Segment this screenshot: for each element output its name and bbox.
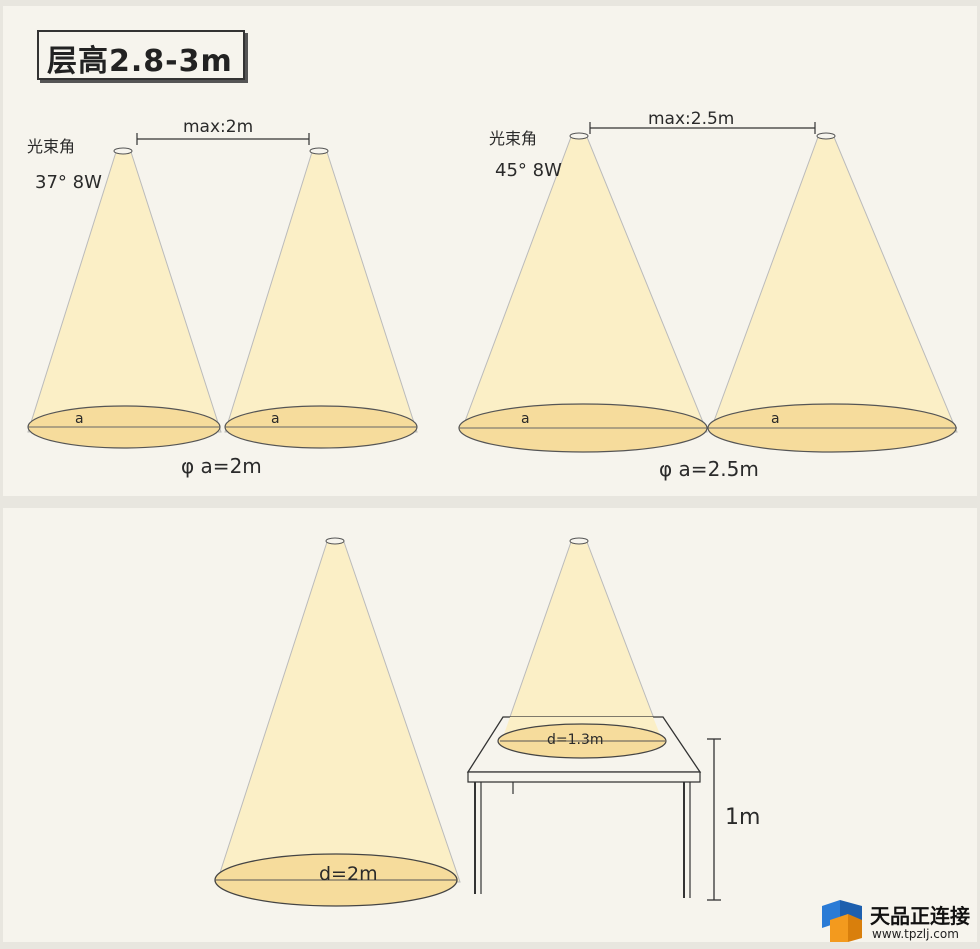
a-label: a — [771, 411, 780, 427]
watermark-name: 天品正连接 — [870, 904, 970, 928]
downlight-fixture — [569, 537, 589, 545]
beam-cone — [224, 151, 418, 433]
beam-cone — [216, 541, 461, 883]
downlight-fixture — [325, 537, 345, 545]
downlight-fixture — [309, 147, 329, 155]
bottom-diagram: d=2m d=1.3m 1m — [214, 537, 760, 907]
beam-cone — [709, 136, 958, 433]
diameter-label: d=2m — [319, 863, 378, 885]
title-box — [37, 30, 245, 80]
watermark-url: www.tpzlj.com — [872, 927, 959, 941]
beam-cone — [460, 136, 708, 433]
spec-label: 37° 8W — [35, 172, 102, 193]
downlight-fixture — [569, 132, 589, 140]
max-spacing-label: max:2.5m — [648, 109, 734, 129]
downlight-fixture — [113, 147, 133, 155]
a-label: a — [75, 411, 84, 427]
beam-cone — [27, 151, 222, 433]
table-edge — [467, 771, 701, 783]
watermark-logo: 天品正连接 www.tpzlj.com — [818, 898, 978, 946]
top-diagram: 光束角 37° 8W max:2m a a φ a=2m 光束角 45° 8W … — [27, 109, 958, 481]
cube-logo-icon — [822, 900, 862, 942]
downlight-fixture — [816, 132, 836, 140]
max-spacing-label: max:2m — [183, 117, 253, 137]
height-label: 1m — [725, 805, 760, 830]
bottom-panel: d=2m d=1.3m 1m — [3, 508, 977, 942]
diameter-label: φ a=2.5m — [659, 457, 759, 481]
diameter-label: d=1.3m — [547, 732, 604, 748]
spec-label: 45° 8W — [495, 160, 562, 181]
top-panel: 层高2.8-3m 光束角 37° 8W max:2m a — [3, 6, 977, 496]
diameter-label: φ a=2m — [181, 454, 262, 478]
a-label: a — [271, 411, 280, 427]
beam-angle-label: 光束角 — [489, 129, 537, 148]
a-label: a — [521, 411, 530, 427]
beam-angle-label: 光束角 — [27, 137, 75, 156]
beam-cone — [502, 541, 662, 738]
page-title: 层高2.8-3m — [47, 44, 233, 79]
